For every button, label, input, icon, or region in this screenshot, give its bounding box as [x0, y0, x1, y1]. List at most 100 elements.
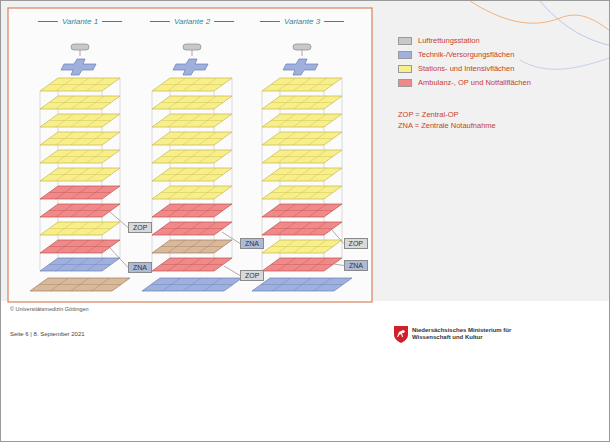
floor-plate	[262, 132, 342, 145]
floor-grid	[49, 120, 111, 121]
variant-frame	[8, 8, 372, 302]
floor-plate	[152, 168, 232, 181]
floor-grid	[271, 174, 333, 175]
abbreviation-note: ZOP = Zentral-OP	[398, 110, 459, 119]
floor-plate	[152, 132, 232, 145]
floor-plate	[40, 204, 120, 217]
callout-box: ZOP	[128, 222, 152, 233]
floor-plate	[152, 150, 232, 163]
floor-plate	[262, 186, 342, 199]
footer-text: Niedersächsisches Ministerium für Wissen…	[412, 327, 522, 341]
floor-grid	[161, 120, 223, 121]
floor-grid	[271, 192, 333, 193]
legend-text: Ambulanz-, OP und Notfallflächen	[418, 78, 531, 87]
floor-grid	[49, 192, 111, 193]
legend-swatch	[398, 65, 412, 73]
floor-grid	[271, 246, 333, 247]
floor-grid	[161, 174, 223, 175]
building-stacks	[30, 44, 352, 291]
base-plate	[30, 278, 130, 291]
callout-box: ZOP	[240, 270, 264, 281]
helipad	[71, 44, 89, 50]
floor-plate	[40, 168, 120, 181]
floor-plate	[40, 150, 120, 163]
floor-grid	[49, 174, 111, 175]
deco-curve	[540, 1, 609, 45]
floor-plate	[262, 258, 342, 271]
helipad	[293, 44, 311, 50]
helipad-post	[302, 50, 303, 56]
callout-text: ZNA	[133, 264, 147, 271]
floor-plate	[152, 186, 232, 199]
floor-grid	[161, 84, 223, 85]
roof-cross	[173, 59, 208, 75]
floor-plate	[40, 114, 120, 127]
leader-line	[222, 232, 240, 244]
floor-grid	[271, 156, 333, 157]
helipad	[183, 44, 201, 50]
floor-grid	[49, 210, 111, 211]
heading-dash	[38, 21, 58, 22]
floor-grid	[161, 156, 223, 157]
floor-plate	[40, 96, 120, 109]
legend-text: Luftrettungsstation	[418, 36, 480, 45]
callout-text: ZOP	[349, 240, 363, 247]
heading-dash	[324, 21, 344, 22]
floor-plate	[40, 186, 120, 199]
floor-grid	[271, 138, 333, 139]
floor-plate	[152, 96, 232, 109]
heading-dash	[214, 21, 234, 22]
callout-text: ZNA	[245, 240, 259, 247]
slide-ground	[1, 1, 609, 301]
floor-grid	[49, 84, 111, 85]
legend-swatch	[398, 51, 412, 59]
legend-swatch	[398, 37, 412, 45]
floor-plate	[40, 78, 120, 91]
floor-grid	[271, 102, 333, 103]
floor-plate	[152, 240, 232, 253]
floor-grid	[161, 210, 223, 211]
floor-grid	[161, 264, 223, 265]
floor-plate	[262, 114, 342, 127]
floor-plate	[40, 240, 120, 253]
floor-grid	[271, 210, 333, 211]
floor-plate	[262, 222, 342, 235]
floor-plate	[152, 258, 232, 271]
deco-curve	[470, 1, 609, 30]
callout-box: ZNA	[344, 260, 368, 271]
callout-text: ZNA	[349, 262, 363, 269]
floor-plate	[40, 258, 120, 271]
floor-grid	[161, 138, 223, 139]
callout-box: ZOP	[344, 238, 368, 249]
floor-plate	[262, 150, 342, 163]
legend-text: Technik-/Versorgungsflächen	[418, 50, 514, 59]
heading-dash	[150, 21, 170, 22]
floor-grid	[49, 138, 111, 139]
floor-plate	[40, 132, 120, 145]
ministry-logo	[394, 326, 408, 343]
roof-cross	[283, 59, 318, 75]
base-plate	[252, 278, 352, 291]
floor-plate	[152, 204, 232, 217]
floor-grid	[161, 228, 223, 229]
floor-grid	[49, 228, 111, 229]
floor-grid	[49, 264, 111, 265]
floor-grid	[49, 102, 111, 103]
floor-plate	[262, 240, 342, 253]
roof-cross	[61, 59, 96, 75]
floor-grid	[161, 192, 223, 193]
floor-grid	[49, 246, 111, 247]
floor-grid	[271, 228, 333, 229]
abbreviation-note: ZNA = Zentrale Notaufnahme	[398, 121, 496, 130]
base-plate	[142, 278, 242, 291]
footer-text: Seite 6 | 8. September 2021	[10, 331, 85, 337]
legend-text: Stations- und Intensivflächen	[418, 64, 514, 73]
floor-plate	[262, 78, 342, 91]
heading-dash	[102, 21, 122, 22]
leader-lines	[110, 212, 344, 276]
floor-plate	[40, 222, 120, 235]
floor-grid	[49, 156, 111, 157]
footer-text: © Universitätsmedizin Göttingen	[10, 306, 89, 312]
floor-grid	[151, 284, 233, 285]
